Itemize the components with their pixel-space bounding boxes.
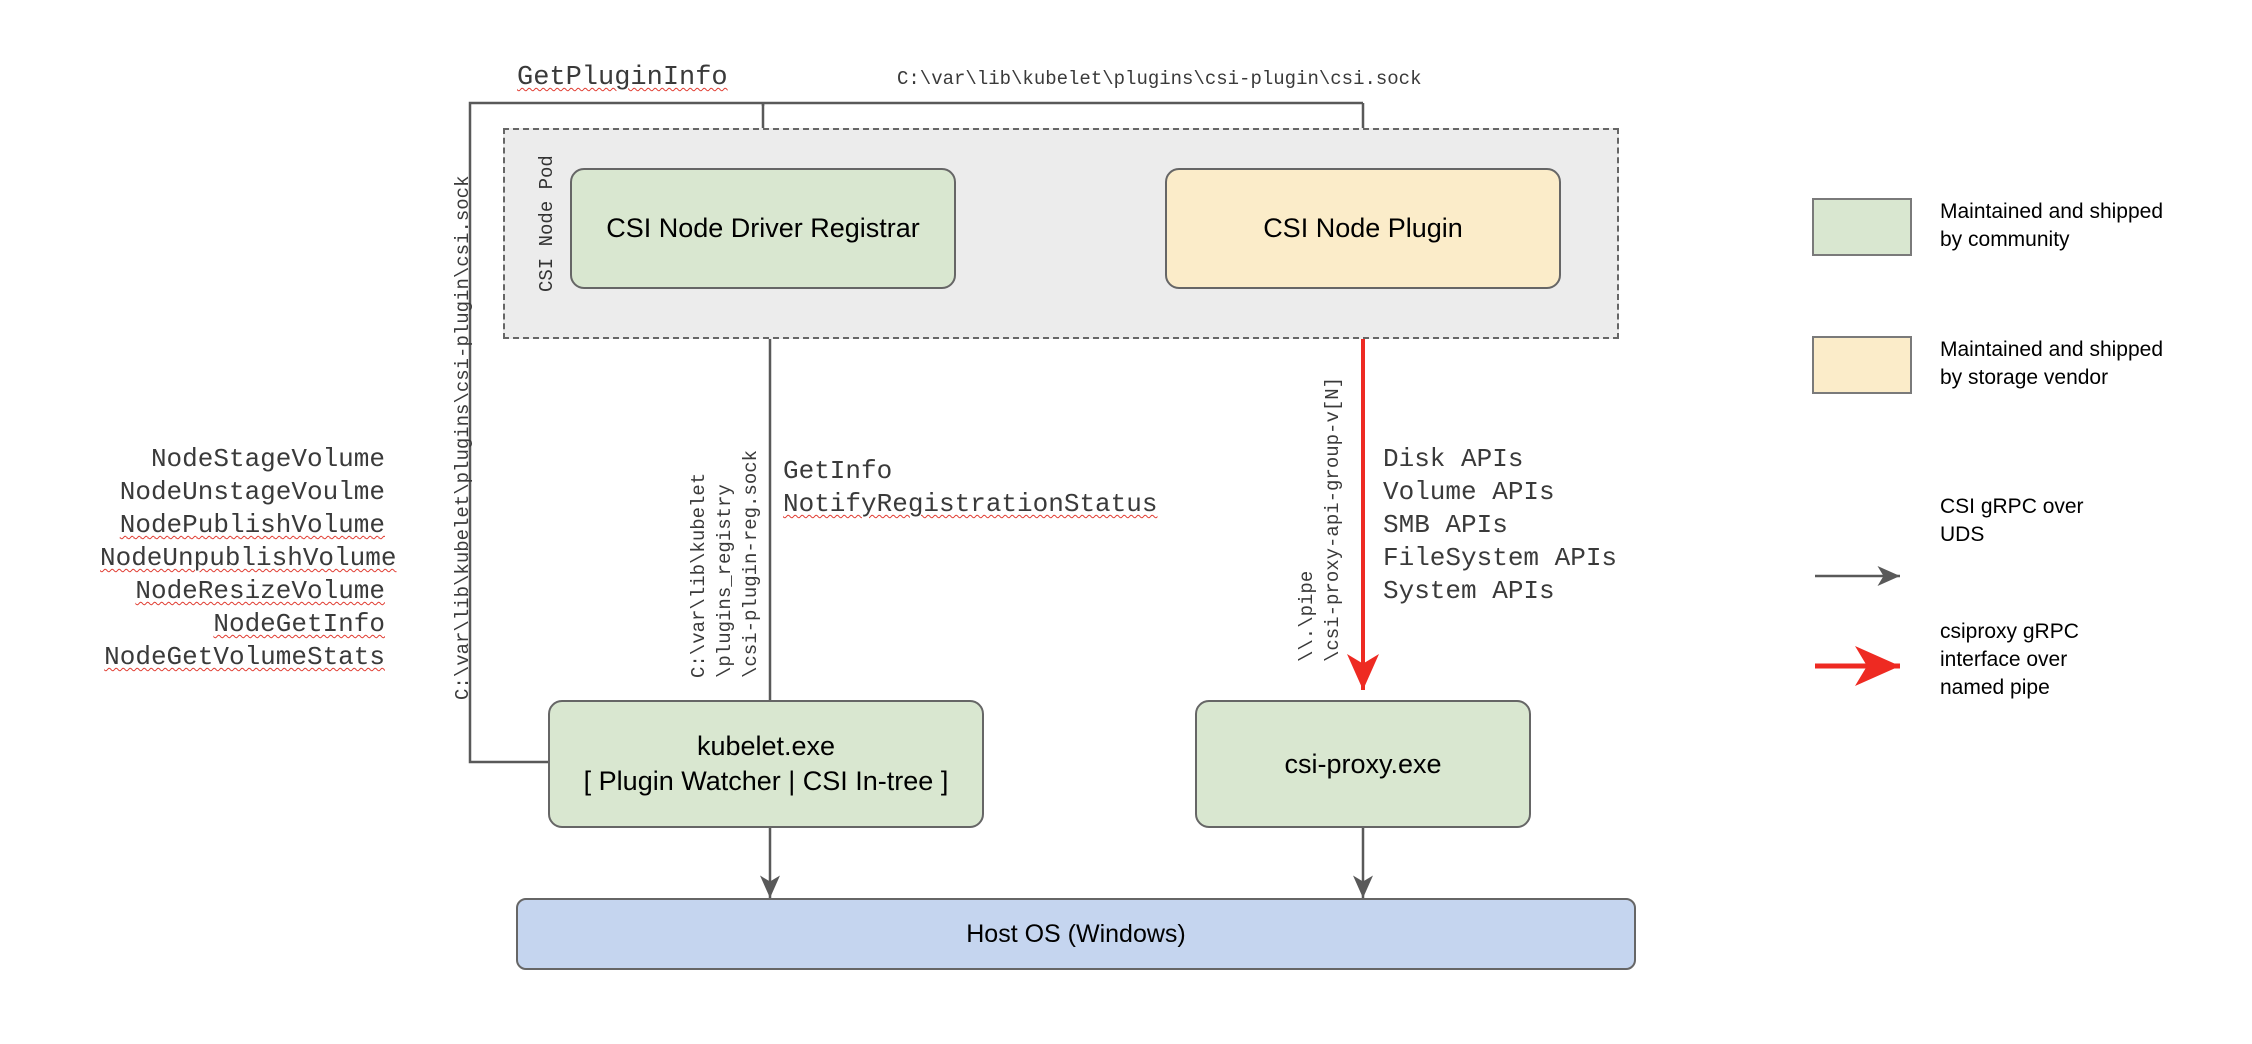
node-csi-proxy-exe-label: csi-proxy.exe bbox=[1284, 748, 1442, 779]
label-reg-path-line3: \csi-plugin-reg.sock bbox=[740, 449, 762, 678]
node-kubelet-exe-sublabel: [ Plugin Watcher | CSI In-tree ] bbox=[583, 766, 949, 796]
legend-text-csiproxy-grpc: csiproxy gRPC interface over named pipe bbox=[1940, 620, 2079, 699]
csi-node-rpc-item: NodeGetVolumeStats bbox=[100, 641, 385, 674]
csi-node-rpc-label: NodeGetInfo bbox=[213, 609, 385, 640]
label-get-info: GetInfo bbox=[783, 456, 893, 486]
csiproxy-api-item: Disk APIs bbox=[1383, 444, 1524, 474]
csi-node-rpc-label: NodeResizeVolume bbox=[135, 576, 385, 607]
legend-text-vendor: Maintained and shipped by storage vendor bbox=[1940, 338, 2164, 389]
csi-node-pod-label: CSI Node Pod bbox=[536, 155, 558, 292]
csiproxy-api-item: System APIs bbox=[1383, 576, 1555, 607]
label-reg-path-line2: \plugins_registry bbox=[714, 484, 736, 678]
label-pipe-line2: \csi-proxy-api-group-v[N] bbox=[1322, 376, 1344, 662]
node-host-os-label: Host OS (Windows) bbox=[966, 920, 1186, 948]
label-csi-sock-path-top: C:\var\lib\kubelet\plugins\csi-plugin\cs… bbox=[897, 68, 1422, 90]
legend-text-community: Maintained and shipped by community bbox=[1940, 200, 2164, 251]
csi-node-rpc-item: NodePublishVolume bbox=[100, 509, 385, 542]
csi-node-rpc-item: NodeResizeVolume bbox=[100, 575, 385, 608]
csi-node-rpc-label: NodeUnpublishVolume bbox=[100, 543, 397, 574]
label-reg-path-line1: C:\var\lib\kubelet bbox=[688, 472, 710, 678]
legend-swatch-vendor bbox=[1812, 336, 1912, 394]
node-kubelet-exe[interactable]: kubelet.exe [ Plugin Watcher | CSI In-tr… bbox=[548, 700, 984, 828]
node-csi-proxy-exe[interactable]: csi-proxy.exe bbox=[1195, 700, 1531, 828]
label-pipe-line1: \\.\pipe bbox=[1296, 570, 1318, 662]
legend-text-csi-grpc-uds: CSI gRPC over UDS bbox=[1940, 495, 2084, 546]
node-csi-node-plugin-label: CSI Node Plugin bbox=[1263, 213, 1463, 244]
csiproxy-api-item: FileSystem APIs bbox=[1383, 543, 1618, 574]
csi-node-rpc-item: NodeGetInfo bbox=[100, 608, 385, 641]
node-csi-node-plugin[interactable]: CSI Node Plugin bbox=[1165, 168, 1561, 289]
csi-node-rpc-label: NodeUnstageVoulme bbox=[119, 477, 385, 508]
csiproxy-api-item: Volume APIs bbox=[1383, 477, 1555, 508]
legend-swatch-community bbox=[1812, 198, 1912, 256]
csi-node-rpc-item: NodeStageVolume bbox=[100, 443, 385, 476]
label-csi-sock-path-vertical: C:\var\lib\kubelet\plugins\csi-plugin\cs… bbox=[452, 175, 474, 701]
node-host-os[interactable]: Host OS (Windows) bbox=[516, 898, 1636, 970]
csi-node-rpc-item: NodeUnpublishVolume bbox=[100, 542, 396, 575]
csiproxy-api-item: SMB APIs bbox=[1383, 510, 1508, 541]
node-csi-node-driver-registrar[interactable]: CSI Node Driver Registrar bbox=[570, 168, 956, 289]
label-get-plugin-info: GetPluginInfo bbox=[517, 63, 728, 93]
node-csi-node-driver-registrar-label: CSI Node Driver Registrar bbox=[606, 213, 920, 244]
csi-node-rpc-list: NodeStageVolumeNodeUnstageVoulmeNodePubl… bbox=[100, 443, 396, 674]
label-notify-registration-status: NotifyRegistrationStatus bbox=[783, 489, 1158, 519]
csi-node-rpc-label: NodePublishVolume bbox=[119, 510, 385, 541]
csi-node-rpc-label: NodeStageVolume bbox=[150, 444, 385, 474]
csi-node-rpc-item: NodeUnstageVoulme bbox=[100, 476, 385, 509]
csi-node-rpc-label: NodeGetVolumeStats bbox=[104, 642, 385, 673]
node-kubelet-exe-label: kubelet.exe bbox=[696, 731, 836, 762]
